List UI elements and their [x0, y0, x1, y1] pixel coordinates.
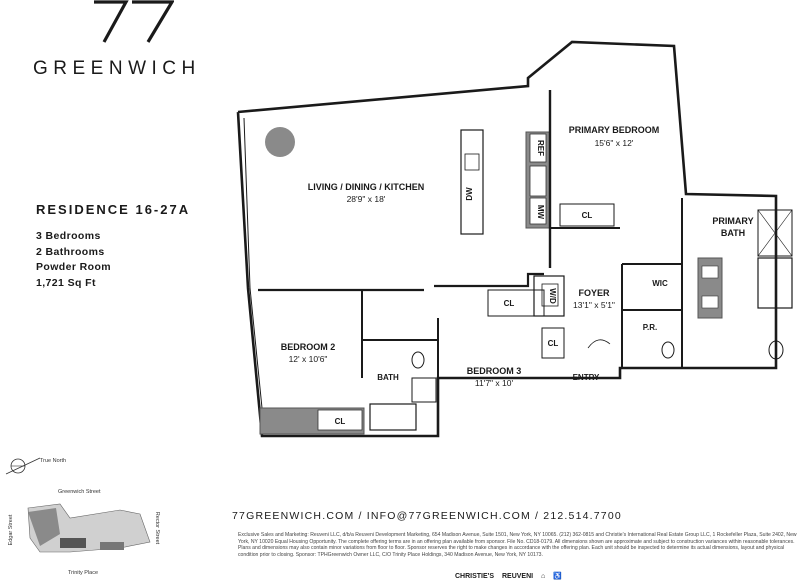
- floor-plan: LIVING / DINING / KITCHEN 28'9" x 18' PR…: [236, 40, 793, 438]
- bedroom-2-dims: 12' x 10'6": [289, 354, 328, 364]
- fact-bedrooms: 3 Bedrooms: [36, 230, 101, 242]
- living-room-label: LIVING / DINING / KITCHEN: [308, 182, 425, 192]
- bedroom-2-closet-label: CL: [335, 417, 346, 426]
- primary-bedroom-dims: 15'6" x 12': [595, 138, 634, 148]
- legal-disclaimer: Exclusive Sales and Marketing: Reuveni L…: [238, 532, 797, 558]
- fact-bathrooms: 2 Bathrooms: [36, 245, 105, 258]
- foyer-label: FOYER: [578, 288, 610, 298]
- primary-bedroom-label: PRIMARY BEDROOM: [569, 125, 660, 135]
- reuveni-logo: REUVENI: [501, 573, 534, 580]
- living-room-dims: 28'9" x 18': [347, 194, 386, 204]
- bedroom-2-label: BEDROOM 2: [281, 342, 336, 352]
- dishwasher-label: DW: [465, 187, 474, 201]
- true-north-label: True North: [40, 458, 66, 464]
- bedroom-3-dims: 11'7" x 10': [475, 378, 514, 388]
- microwave-label: MW: [536, 205, 545, 220]
- primary-bath-label-line1: PRIMARY: [712, 216, 753, 226]
- christies-logo: CHRISTIE'S: [455, 573, 495, 580]
- refrigerator-label: REF: [536, 140, 545, 156]
- foyer-dims: 13'1" x 5'1": [573, 300, 615, 310]
- site-key-map: True North Greenwich Street Edgar Street…: [5, 457, 160, 576]
- powder-room-label: P.R.: [643, 323, 658, 332]
- fact-powder-room: Powder Room: [36, 261, 111, 273]
- primary-closet-label: CL: [582, 211, 593, 220]
- bath-label: BATH: [377, 373, 399, 382]
- 77-logo-mark: [94, 0, 174, 43]
- entry-label: ENTRY: [573, 373, 600, 382]
- greenwich-street-label: Greenwich Street: [58, 489, 101, 495]
- foyer-closet-label: CL: [504, 299, 515, 308]
- trinity-place-label: Trinity Place: [68, 570, 98, 576]
- residence-facts: 3 Bedrooms 2 Bathrooms Powder Room 1,721…: [36, 229, 111, 291]
- primary-bath-label-line2: BATH: [721, 228, 745, 238]
- fact-square-feet: 1,721 Sq Ft: [36, 276, 96, 289]
- wic-label: WIC: [652, 279, 668, 288]
- accessibility-icon: ♿: [553, 573, 562, 580]
- bedroom-3-label: BEDROOM 3: [467, 366, 522, 376]
- brand-name: GREENWICH: [33, 58, 201, 79]
- rector-street-label: Rector Street: [154, 512, 160, 545]
- edgar-street-label: Edgar Street: [8, 514, 14, 545]
- entry-closet-label: CL: [548, 339, 559, 348]
- washer-dryer-label: W/D: [548, 288, 557, 304]
- contact-line: 77GREENWICH.COM / INFO@77GREENWICH.COM /…: [232, 510, 622, 522]
- residence-title: RESIDENCE 16-27A: [36, 202, 191, 217]
- footer-logos: CHRISTIE'S REUVENI ⌂ ♿: [455, 572, 568, 580]
- equal-housing-icon: ⌂: [541, 573, 546, 580]
- exterior-wall: [236, 40, 778, 438]
